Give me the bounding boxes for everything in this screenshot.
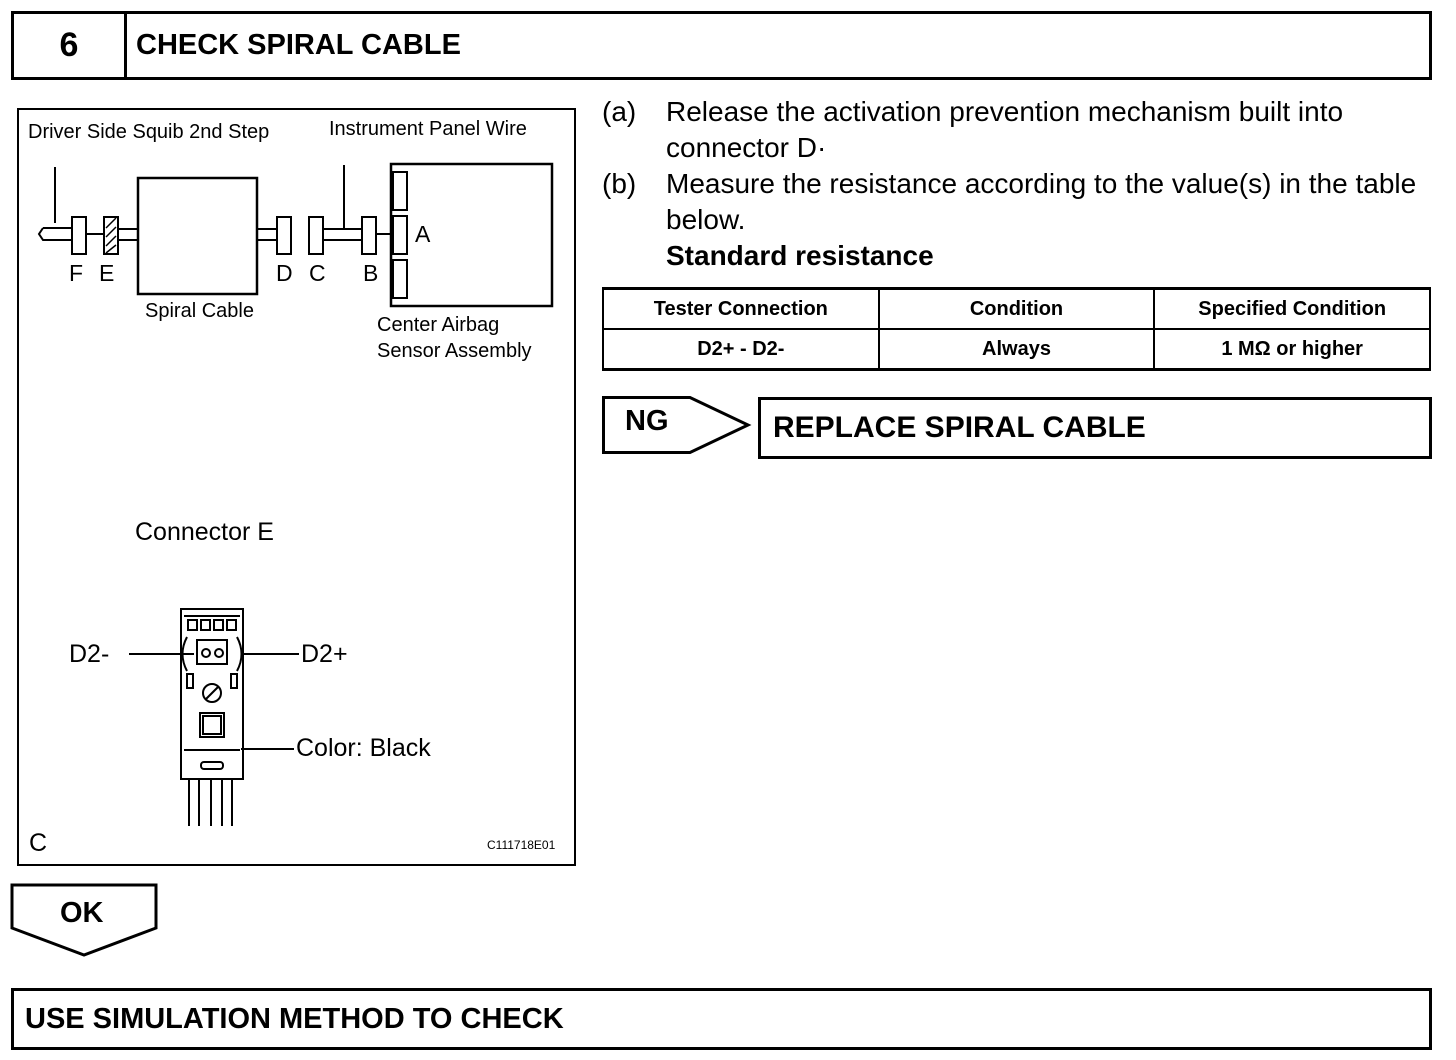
table-header-row: Tester Connection Condition Specified Co… <box>602 287 1431 330</box>
spec-table: Tester Connection Condition Specified Co… <box>602 287 1431 371</box>
instruction-marker: (b) <box>602 168 637 199</box>
instruction-marker: (a) <box>602 96 637 127</box>
connector-letter-e: E <box>99 260 115 286</box>
label-center-airbag-line1: Center Airbag <box>377 314 500 336</box>
table-cell: 1 MΩ or higher <box>1153 328 1431 371</box>
pin-label-d2-plus: D2+ <box>301 640 348 668</box>
wiring-diagram: Driver Side Squib 2nd Step Instrument Pa… <box>17 108 576 866</box>
table-cell: Always <box>877 328 1156 371</box>
connector-letter-c: C <box>309 260 326 286</box>
instruction-text: Release the activation prevention mechan… <box>666 96 1344 163</box>
final-step-box: USE SIMULATION METHOD TO CHECK <box>11 988 1432 1050</box>
connector-letter-f: F <box>69 260 84 286</box>
label-connector-e: Connector E <box>135 518 274 546</box>
column-header: Condition <box>877 287 1156 330</box>
label-center-airbag-line2: Sensor Assembly <box>377 340 532 362</box>
ok-label: OK <box>60 897 104 929</box>
ng-result-box: REPLACE SPIRAL CABLE <box>758 397 1432 459</box>
standard-resistance-label: Standard resistance <box>666 240 934 271</box>
column-header: Tester Connection <box>602 287 880 330</box>
figure-code: C111718E01 <box>487 838 556 852</box>
color-label: Color: Black <box>296 734 431 762</box>
connector-letter-d: D <box>276 260 293 286</box>
label-instrument-panel-wire: Instrument Panel Wire <box>329 118 527 140</box>
table-cell: D2+ - D2- <box>602 328 880 371</box>
ng-arrow-icon <box>602 396 752 454</box>
instruction-b: (b) Measure the resistance according to … <box>602 166 1432 238</box>
label-spiral-cable: Spiral Cable <box>145 300 254 322</box>
step-title: CHECK SPIRAL CABLE <box>136 29 461 61</box>
step-number: 6 <box>14 14 127 77</box>
ok-arrow-icon <box>10 883 158 957</box>
column-header: Specified Condition <box>1153 287 1431 330</box>
ng-label: NG <box>625 405 669 437</box>
instruction-a: (a) Release the activation prevention me… <box>602 94 1432 166</box>
table-row: D2+ - D2- Always 1 MΩ or higher <box>602 328 1431 371</box>
step-header: 6 CHECK SPIRAL CABLE <box>11 11 1432 80</box>
corner-letter: C <box>29 829 48 857</box>
connector-letter-b: B <box>363 260 379 286</box>
pin-label-d2-minus: D2- <box>69 640 110 668</box>
instructions: (a) Release the activation prevention me… <box>602 94 1432 274</box>
instruction-text: Measure the resistance according to the … <box>666 168 1417 235</box>
diagram-drawing <box>37 162 554 826</box>
label-driver-squib: Driver Side Squib 2nd Step <box>28 121 270 143</box>
connector-letter-a: A <box>415 221 431 247</box>
